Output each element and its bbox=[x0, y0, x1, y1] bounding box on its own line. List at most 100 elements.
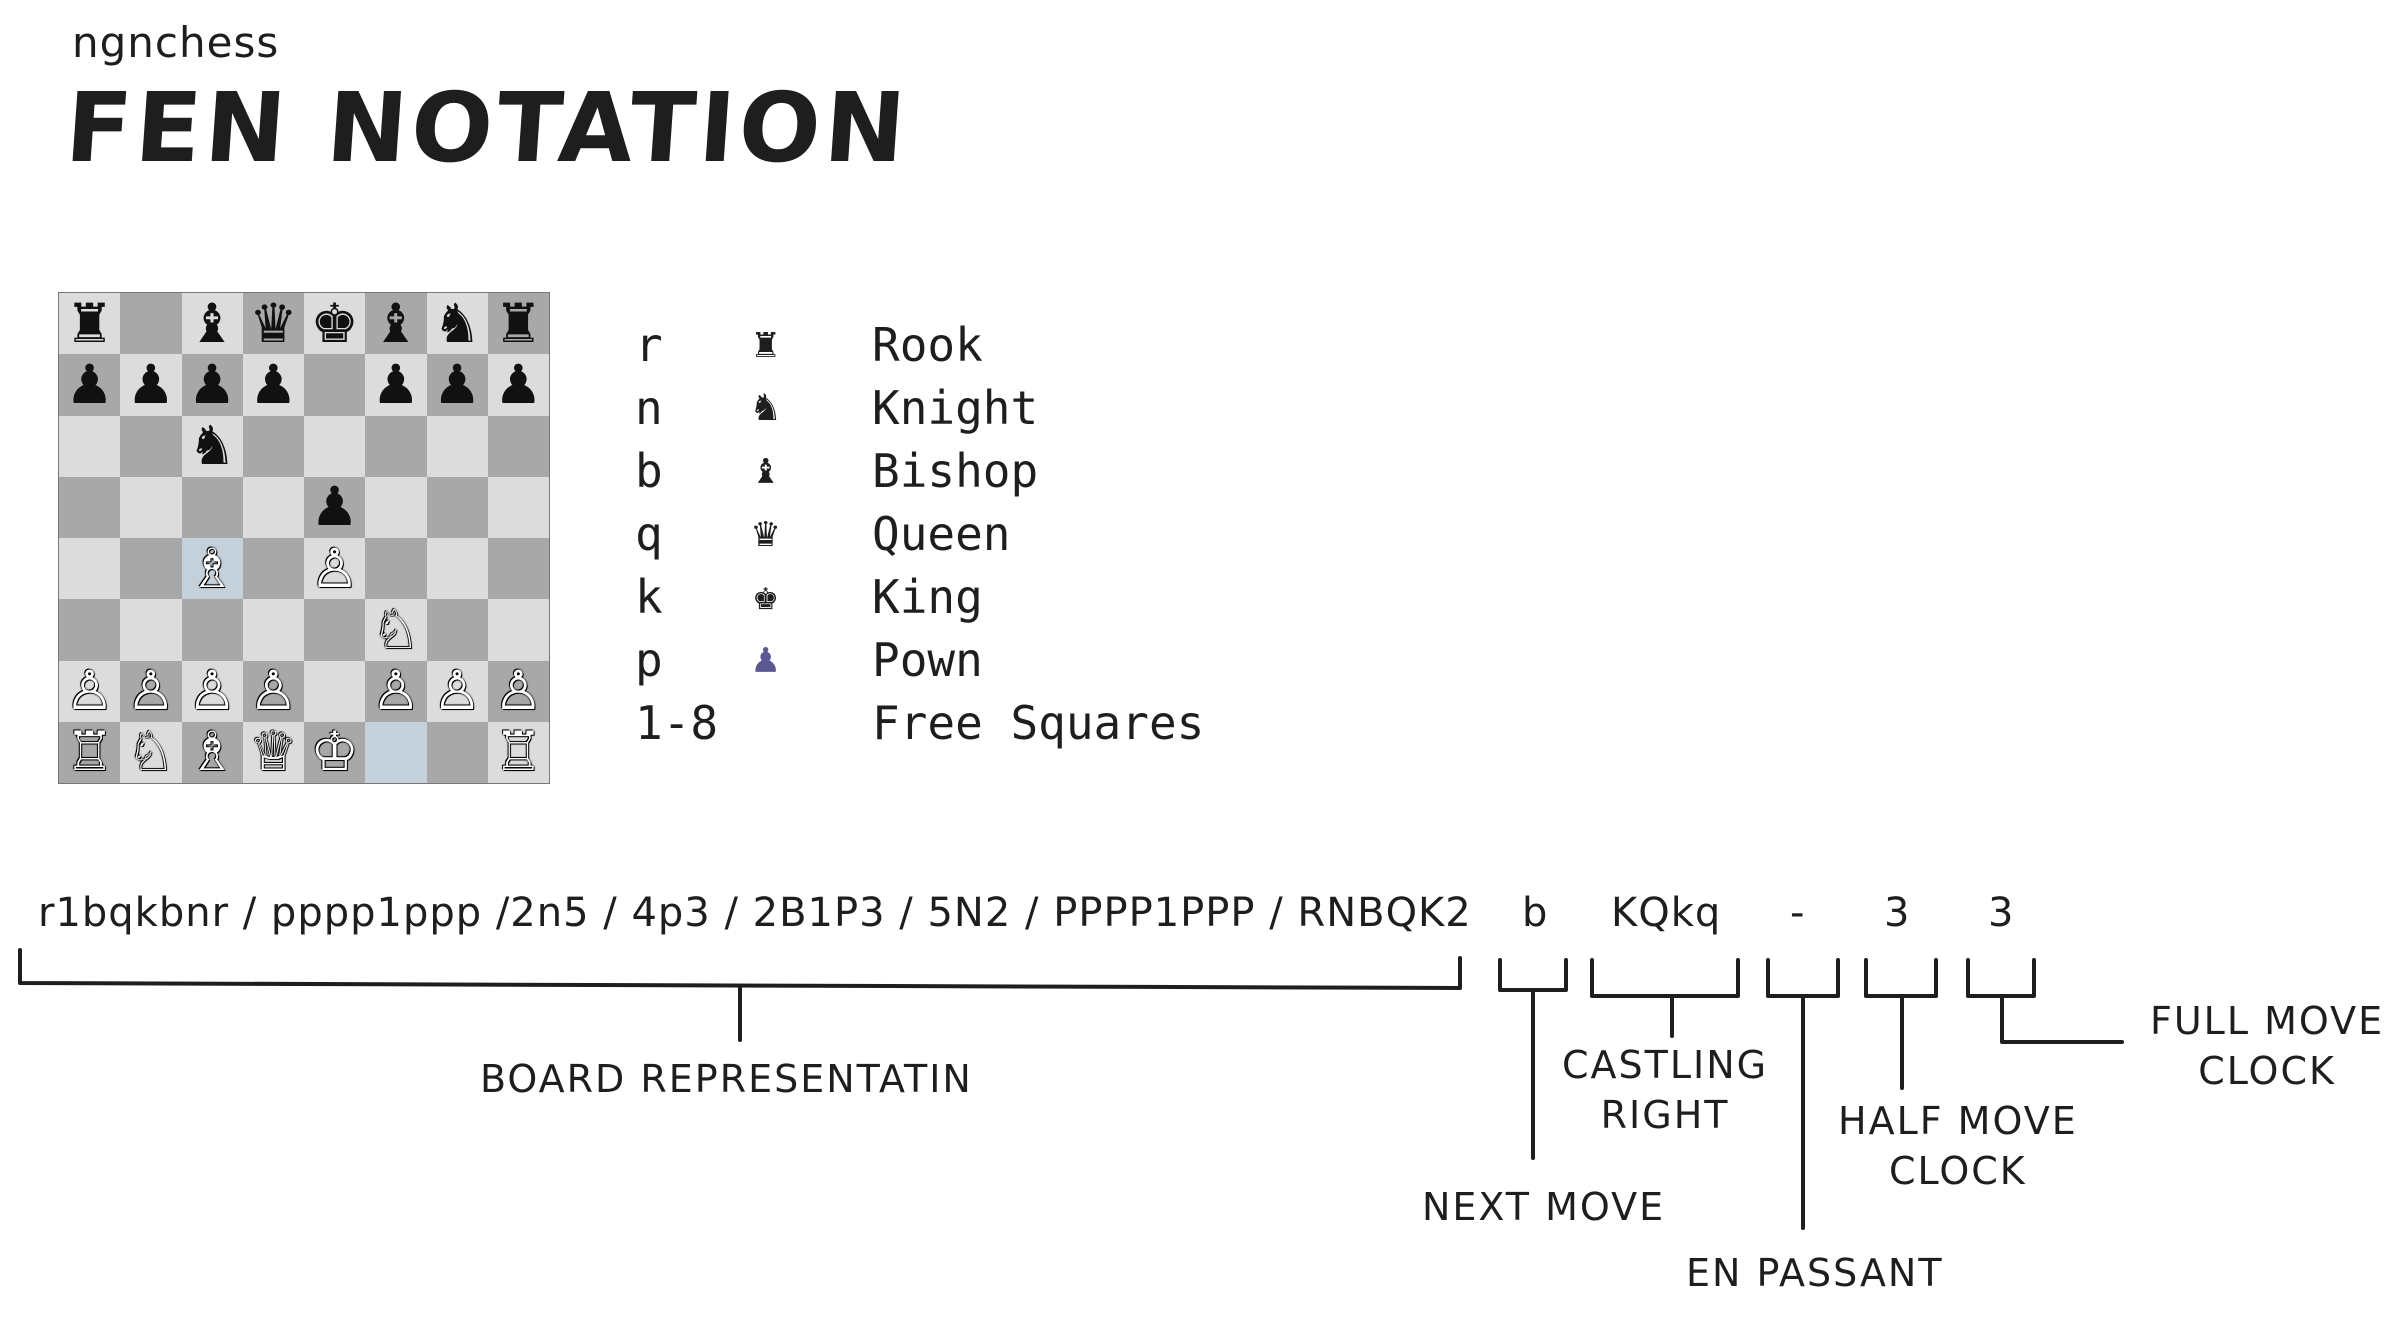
square-e4: ♙ bbox=[304, 536, 366, 600]
square-a4 bbox=[59, 538, 121, 600]
half-move-bracket bbox=[1864, 958, 1938, 998]
square-b4 bbox=[120, 538, 182, 600]
fen-half-move-field: 3 bbox=[1884, 890, 1911, 936]
legend-name: Bishop bbox=[872, 444, 1039, 498]
square-b2: ♙ bbox=[120, 660, 182, 722]
en-passant-bracket bbox=[1766, 958, 1840, 998]
legend-code: q bbox=[635, 507, 663, 561]
square-d3 bbox=[242, 599, 304, 661]
square-a1: ♖ bbox=[59, 720, 121, 784]
pawn-icon: ♟ bbox=[753, 633, 779, 682]
square-f2: ♙ bbox=[365, 659, 427, 723]
legend-row: n♞Knight bbox=[635, 381, 1335, 445]
castling-bracket bbox=[1590, 958, 1740, 998]
bishop-icon: ♝ bbox=[753, 444, 779, 493]
piece-a1: ♖ bbox=[65, 720, 114, 784]
piece-d2: ♙ bbox=[249, 659, 298, 723]
piece-c8: ♝ bbox=[187, 291, 237, 355]
square-a7: ♟ bbox=[59, 352, 121, 416]
piece-e1: ♔ bbox=[310, 720, 359, 784]
piece-h1: ♖ bbox=[494, 720, 543, 784]
king-icon: ♚ bbox=[753, 570, 779, 619]
legend-code: p bbox=[635, 633, 663, 687]
square-b1: ♘ bbox=[120, 720, 182, 784]
piece-h2: ♙ bbox=[494, 659, 543, 723]
label-castling-right: CASTLING RIGHT bbox=[1562, 1043, 1769, 1137]
square-g4 bbox=[426, 538, 488, 600]
piece-g8: ♞ bbox=[432, 291, 482, 355]
fen-board-field: r1bqkbnr / pppp1ppp /2n5 / 4p3 / 2B1P3 /… bbox=[38, 890, 1472, 936]
label-en-passant: EN PASSANT bbox=[1686, 1251, 1944, 1295]
square-b3 bbox=[120, 599, 182, 661]
square-e3 bbox=[304, 599, 366, 661]
legend-name: Pown bbox=[872, 633, 983, 687]
piece-f2: ♙ bbox=[371, 659, 421, 723]
label-full-move-clock: FULL MOVE CLOCK bbox=[2150, 999, 2385, 1093]
piece-g2: ♙ bbox=[432, 659, 482, 723]
label-next-move: NEXT MOVE bbox=[1422, 1185, 1666, 1229]
square-f3: ♘ bbox=[365, 597, 427, 661]
piece-h7: ♟ bbox=[494, 352, 543, 416]
legend-code: b bbox=[635, 444, 663, 498]
square-d5 bbox=[242, 476, 304, 538]
square-e1: ♔ bbox=[304, 720, 366, 784]
square-b5 bbox=[120, 476, 182, 538]
piece-d7: ♟ bbox=[249, 352, 298, 416]
square-c5 bbox=[181, 476, 243, 538]
square-c8: ♝ bbox=[181, 291, 243, 355]
square-f6 bbox=[365, 415, 427, 477]
square-h2: ♙ bbox=[487, 659, 549, 723]
piece-h8: ♜ bbox=[494, 291, 543, 355]
piece-e5: ♟ bbox=[310, 475, 359, 539]
square-f7: ♟ bbox=[365, 352, 427, 416]
square-e6 bbox=[304, 415, 366, 477]
piece-e4: ♙ bbox=[310, 536, 359, 600]
square-f8: ♝ bbox=[365, 293, 427, 355]
square-c6: ♞ bbox=[181, 415, 243, 477]
square-d4 bbox=[242, 538, 304, 600]
full-move-stem bbox=[2000, 994, 2124, 1044]
legend-code: r bbox=[635, 318, 663, 372]
legend-code: 1-8 bbox=[635, 696, 719, 750]
square-g2: ♙ bbox=[426, 659, 488, 723]
next-move-bracket bbox=[1498, 958, 1568, 992]
fen-castling-field: KQkq bbox=[1611, 890, 1722, 936]
square-g5 bbox=[426, 476, 488, 538]
full-move-bracket bbox=[1966, 958, 2036, 998]
legend-row: q ♛ Queen bbox=[635, 507, 1335, 571]
square-a5 bbox=[59, 476, 121, 538]
piece-b7: ♟ bbox=[126, 352, 176, 416]
legend-row: k♚King bbox=[635, 570, 1335, 634]
square-g7: ♟ bbox=[426, 354, 488, 416]
queen-icon: ♛ bbox=[753, 507, 779, 556]
fen-full-move-field: 3 bbox=[1988, 890, 2015, 936]
square-e7 bbox=[304, 354, 366, 416]
legend-name: Rook bbox=[872, 318, 983, 372]
label-board-representation: BOARD REPRESENTATIN bbox=[480, 1057, 973, 1101]
square-b8 bbox=[120, 293, 182, 355]
square-d2: ♙ bbox=[242, 659, 304, 723]
legend-name: Queen bbox=[872, 507, 1011, 561]
piece-a8: ♜ bbox=[65, 291, 114, 355]
chess-board: ♜♝♛♚♝♞♜♟♟♟♟♟♟♟♞♟♗♙♘♙♙♙♙♙♙♙♖♘♗♕♔♖ bbox=[58, 292, 550, 784]
square-a2: ♙ bbox=[59, 660, 121, 722]
piece-f7: ♟ bbox=[371, 352, 421, 416]
piece-c7: ♟ bbox=[187, 352, 237, 416]
piece-a7: ♟ bbox=[65, 352, 114, 416]
piece-b1: ♘ bbox=[126, 720, 176, 784]
square-d7: ♟ bbox=[242, 352, 304, 416]
piece-f3: ♘ bbox=[371, 597, 421, 661]
square-c2: ♙ bbox=[181, 660, 243, 722]
square-e5: ♟ bbox=[304, 475, 366, 539]
legend-code: n bbox=[635, 381, 663, 435]
label-half-move-clock: HALF MOVE CLOCK bbox=[1838, 1099, 2078, 1193]
legend-row: 1-8 Free Squares bbox=[635, 696, 1335, 760]
rook-icon: ♜ bbox=[753, 318, 779, 367]
legend-name: Free Squares bbox=[872, 696, 1205, 750]
square-g1 bbox=[426, 721, 488, 783]
fen-en-passant-field: - bbox=[1790, 890, 1806, 936]
square-c4: ♗ bbox=[181, 538, 243, 600]
square-a8: ♜ bbox=[59, 291, 121, 355]
square-c3 bbox=[181, 599, 243, 661]
